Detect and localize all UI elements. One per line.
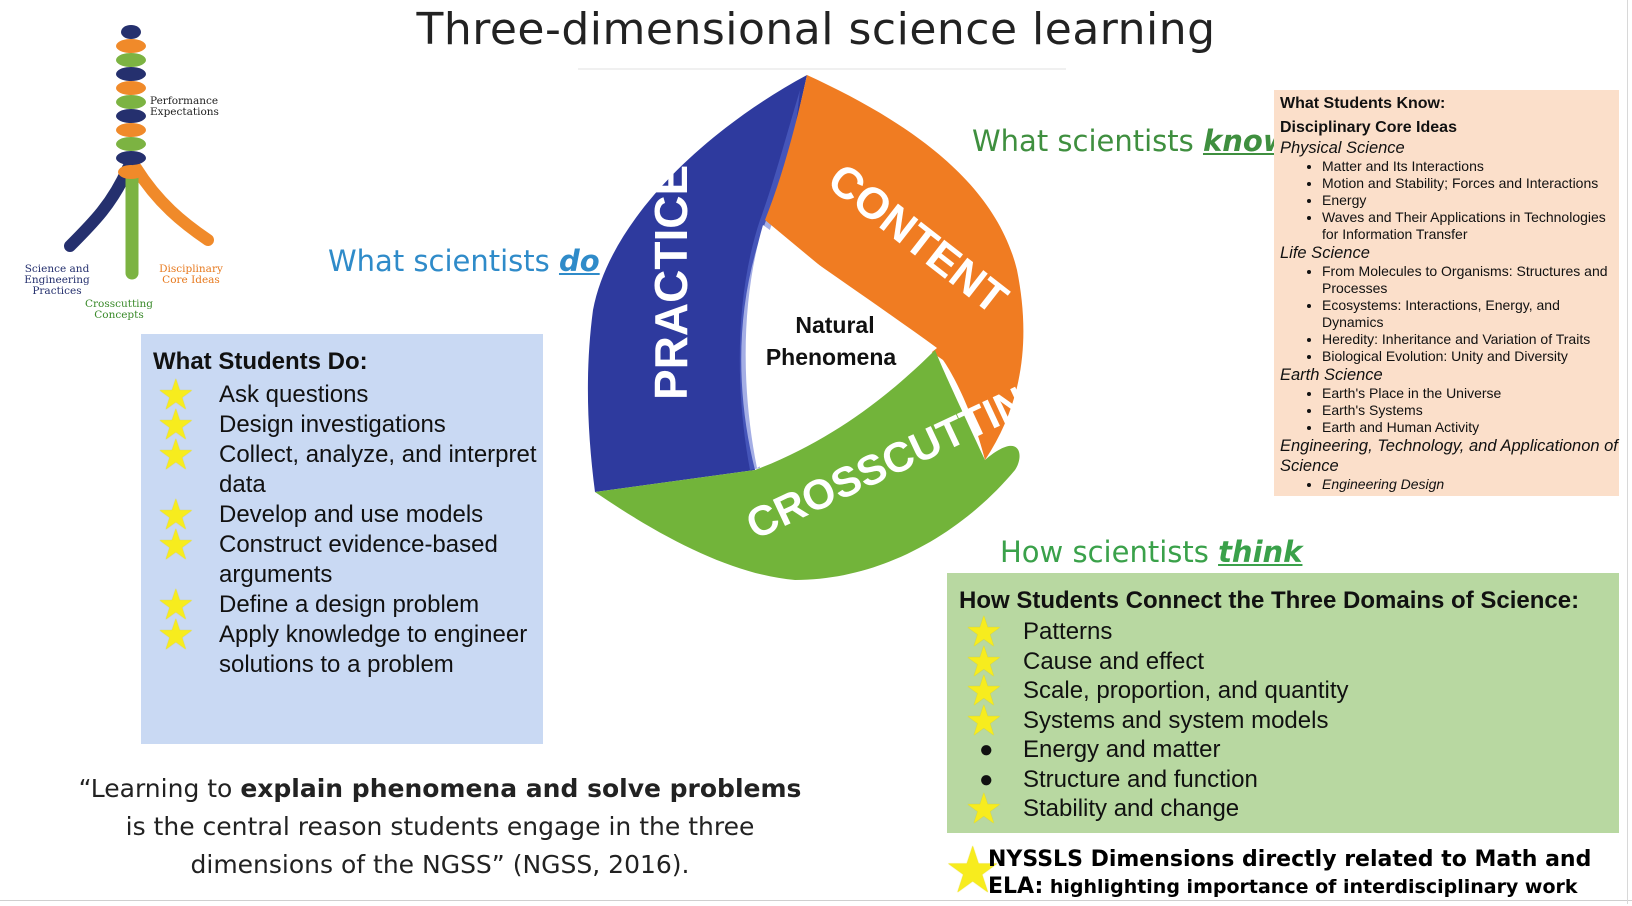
connect-heading: How Students Connect the Three Domains o… <box>959 587 1580 614</box>
list-item: ★ Stability and change <box>947 785 1619 832</box>
practices-label: PRACTICES <box>645 134 697 400</box>
list-item: Matter and Its Interactions <box>1322 158 1619 175</box>
list-item: ★ Ask questions <box>141 371 543 418</box>
category-list: From Molecules to Organisms: Structures … <box>1274 263 1619 365</box>
list-item-text: Cause and effect <box>1023 647 1205 675</box>
star-icon: ★ <box>965 785 1003 832</box>
nyssls-note: NYSSLS Dimensions directly related to Ma… <box>988 847 1592 899</box>
star-icon: ★ <box>944 834 1002 906</box>
what-students-know-box: What Students Know: Disciplinary Core Id… <box>1274 90 1619 496</box>
star-icon: ★ <box>157 431 195 478</box>
page-title: Three-dimensional science learning <box>416 4 1216 55</box>
right-divider <box>1627 0 1628 904</box>
label-scientists-know: What scientists know <box>972 124 1290 158</box>
list-item: From Molecules to Organisms: Structures … <box>1322 263 1619 297</box>
star-icon: ★ <box>157 581 195 628</box>
list-item: ★ Collect, analyze, and interpret data <box>141 431 543 500</box>
category-list: Matter and Its InteractionsMotion and St… <box>1274 158 1619 243</box>
star-icon: ★ <box>965 696 1003 744</box>
list-item: Heredity: Inheritance and Variation of T… <box>1322 331 1619 348</box>
list-item: ★ Scale, proportion, and quantity <box>947 667 1619 714</box>
content-segment <box>765 75 1024 460</box>
how-students-connect-box: How Students Connect the Three Domains o… <box>947 573 1619 833</box>
category-list: Earth's Place in the UniverseEarth's Sys… <box>1274 385 1619 436</box>
title-divider <box>578 68 1066 70</box>
know-heading-1: What Students Know: <box>1280 95 1446 112</box>
list-item: ★ Apply knowledge to engineer solutions t… <box>141 611 543 680</box>
bottom-divider <box>0 900 1632 901</box>
what-students-do-list: ★ Ask questions ★ Design investigations ★ Col… <box>141 371 543 680</box>
list-item: Engineering Design <box>1322 476 1619 493</box>
bullet-icon: ● <box>979 736 994 763</box>
label-scientists-think: How scientists think <box>1000 535 1303 569</box>
star-icon: ★ <box>965 637 1003 685</box>
three-dimensions-triangle: PRACTICES CONTENT CROSSCUTTING Natural P… <box>587 75 1063 580</box>
star-icon: ★ <box>965 667 1003 714</box>
center-label-line1: Natural <box>795 312 874 338</box>
label-scientists-do: What scientists do <box>328 244 600 278</box>
star-icon: ★ <box>965 608 1003 655</box>
list-item-text: Define a design problem <box>219 591 480 618</box>
list-item-text: Design investigations <box>219 411 446 438</box>
list-item: ★ Cause and effect <box>947 637 1619 685</box>
list-item: Motion and Stability; Forces and Interac… <box>1322 175 1619 192</box>
list-item: Earth's Systems <box>1322 402 1619 419</box>
practices-segment <box>587 75 807 492</box>
core-ideas-list: Physical ScienceMatter and Its Interacti… <box>1274 138 1619 493</box>
list-item: Energy <box>1322 192 1619 209</box>
list-item-text: Ask questions <box>219 381 369 408</box>
rope-orange-branch <box>130 162 214 246</box>
list-item-text: Systems and system models <box>1023 706 1329 734</box>
list-item: Earth and Human Activity <box>1322 419 1619 436</box>
list-item: ● Structure and function <box>947 765 1619 795</box>
rope-label-core-ideas: Disciplinary Core Ideas <box>159 263 223 286</box>
star-icon: ★ <box>157 401 195 448</box>
list-item-text: Patterns <box>1023 618 1113 645</box>
list-item-text: Construct evidence-based arguments <box>219 531 498 588</box>
crosscutting-list: ★ Patterns ★ Cause and effect ★ Scale, propor… <box>947 608 1619 832</box>
ngss-quote: “Learning to explain phenomena and solve… <box>78 774 802 879</box>
star-icon: ★ <box>157 371 195 418</box>
rope-navy-branch <box>64 162 134 252</box>
list-item-text: Structure and function <box>1023 765 1258 793</box>
list-item-text: Develop and use models <box>219 501 484 528</box>
rope-twist <box>116 25 146 179</box>
category-heading: Engineering, Technology, and Application… <box>1280 437 1618 475</box>
list-item: Ecosystems: Interactions, Energy, and Dy… <box>1322 297 1619 331</box>
list-item: Waves and Their Applications in Technolo… <box>1322 209 1619 243</box>
rope-label-crosscutting: Crosscutting Concepts <box>84 298 154 321</box>
list-item-text: Stability and change <box>1023 795 1240 822</box>
list-item: Biological Evolution: Unity and Diversit… <box>1322 348 1619 365</box>
list-item: ★ Construct evidence-based arguments <box>141 521 543 590</box>
list-item-text: Apply knowledge to engineer solutions to… <box>219 621 528 678</box>
list-item-text: Collect, analyze, and interpret data <box>219 441 537 498</box>
list-item-text: Energy and matter <box>1023 736 1221 763</box>
what-students-do-heading: What Students Do: <box>153 348 368 375</box>
center-triangle <box>745 225 937 468</box>
list-item: Earth's Place in the Universe <box>1322 385 1619 402</box>
category-heading: Life Science <box>1280 244 1370 262</box>
center-label-line2: Phenomena <box>766 344 897 370</box>
list-item: ★ Design investigations <box>141 401 543 448</box>
list-item: ● Energy and matter <box>947 735 1619 765</box>
list-item-text: Scale, proportion, and quantity <box>1023 677 1349 704</box>
list-item: ★ Patterns <box>947 608 1619 655</box>
bullet-icon: ● <box>979 765 994 793</box>
crosscutting-segment <box>595 350 1020 580</box>
list-item: ★ Systems and system models <box>947 696 1619 744</box>
what-students-do-box: What Students Do: ★ Ask questions ★ Design … <box>141 334 543 744</box>
category-heading: Physical Science <box>1280 139 1405 157</box>
category-list: Engineering Design <box>1274 476 1619 493</box>
star-icon: ★ <box>157 521 195 568</box>
star-icon: ★ <box>157 491 195 538</box>
rope-label-performance: Performance Expectations <box>150 95 219 118</box>
rope-illustration <box>64 25 214 280</box>
list-item: ★ Define a design problem <box>141 581 543 628</box>
rope-label-practices: Science and Engineering Practices <box>24 263 90 297</box>
star-icon: ★ <box>157 611 195 658</box>
know-heading-2: Disciplinary Core Ideas <box>1280 119 1457 136</box>
list-item: ★ Develop and use models <box>141 491 543 538</box>
category-heading: Earth Science <box>1280 366 1383 384</box>
